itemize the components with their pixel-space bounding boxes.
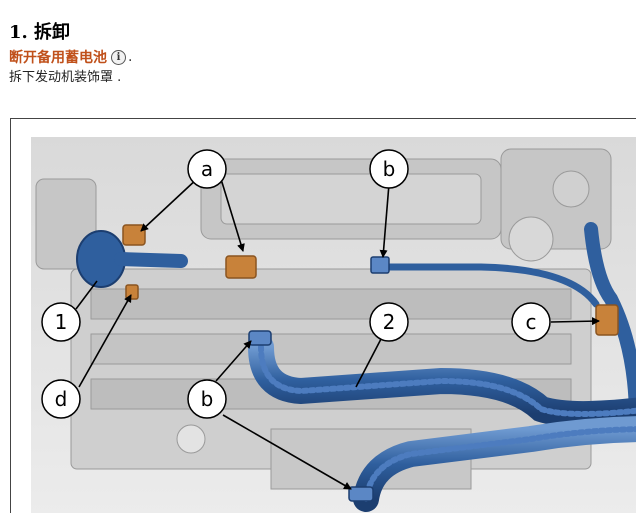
orange-connectors xyxy=(122,224,619,336)
svg-text:1: 1 xyxy=(55,310,68,334)
info-icon[interactable]: i xyxy=(111,49,126,65)
svg-text:b: b xyxy=(383,157,396,181)
callout-1: 1 xyxy=(41,302,81,342)
step-text: 拆下发动机装饰罩 . xyxy=(9,70,122,85)
page-title: 1. 拆卸 xyxy=(9,22,71,43)
svg-text:c: c xyxy=(526,310,537,334)
warning-line: 断开备用蓄电池 i . xyxy=(9,47,132,67)
hose-clamps xyxy=(248,256,390,502)
callout-b-lower: b xyxy=(187,379,227,419)
engine-illustration: a b c 1 2 xyxy=(31,137,636,513)
svg-text:2: 2 xyxy=(383,310,396,334)
callout-a: a xyxy=(187,149,227,189)
svg-text:a: a xyxy=(201,157,213,181)
svg-text:d: d xyxy=(55,387,68,411)
callout-c: c xyxy=(511,302,551,342)
blue-hoses xyxy=(76,222,636,512)
leader-lines xyxy=(75,176,600,490)
callout-b-top: b xyxy=(369,149,409,189)
callout-d: d xyxy=(41,379,81,419)
warning-suffix: . xyxy=(128,49,133,65)
callout-2: 2 xyxy=(369,302,409,342)
warning-text: 断开备用蓄电池 xyxy=(9,50,107,66)
engine-components xyxy=(35,148,612,490)
callouts: a b c 1 2 xyxy=(41,149,551,419)
svg-text:b: b xyxy=(201,387,214,411)
engine-figure: a b c 1 2 xyxy=(10,118,636,513)
